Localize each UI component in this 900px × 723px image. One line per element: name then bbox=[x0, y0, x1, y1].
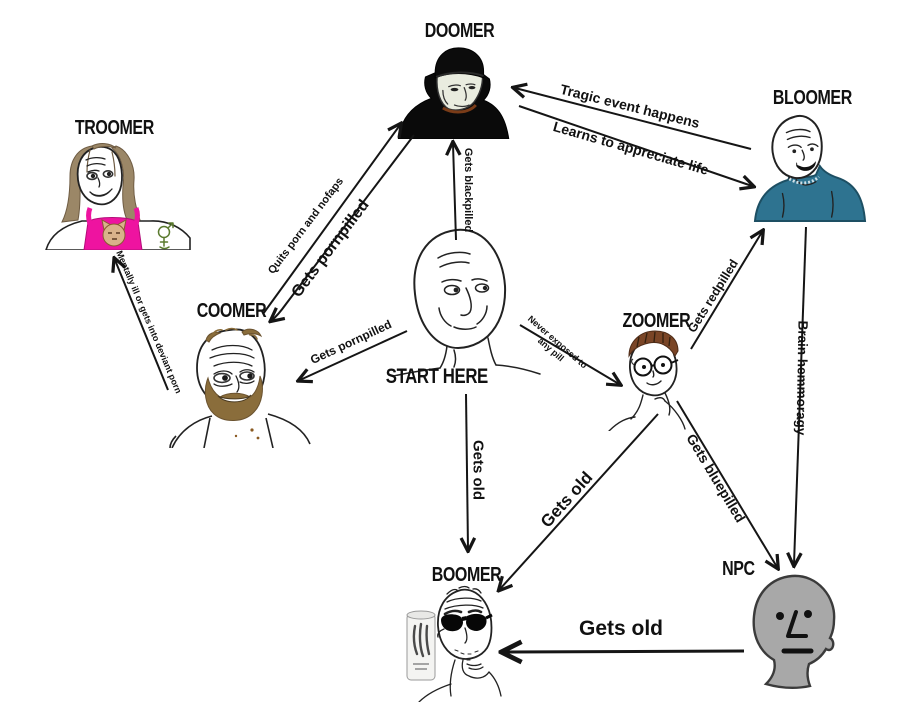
edge-label-gets-old-npc-boomer: Gets old bbox=[578, 617, 664, 640]
coomer-label: COOMER bbox=[196, 300, 266, 322]
start-here-label: START HERE bbox=[385, 365, 489, 388]
npc-label: NPC bbox=[721, 558, 755, 580]
coomer-wojak-image bbox=[169, 327, 311, 448]
npc-image bbox=[752, 574, 836, 689]
bloomer-wojak-image bbox=[753, 114, 867, 222]
edge-label-gets-pornpilled-doomer: Gets pornpilled bbox=[288, 196, 373, 301]
edge-label-brain-hemmoragy: Brain hemmoragy bbox=[793, 320, 811, 436]
edge-label-gets-old-start-boomer: Gets old bbox=[469, 439, 487, 501]
doomer-label: DOOMER bbox=[424, 20, 494, 42]
edge-label-gets-old-zoomer-boomer: Gets old bbox=[536, 468, 597, 532]
trans-symbol-icon bbox=[157, 222, 174, 250]
edge-label-gets-pornpilled-coomer: Gets pornpilled bbox=[308, 317, 394, 367]
start-here-wojak-image bbox=[393, 228, 541, 376]
edge-label-gets-bluepilled: Gets bluepilled bbox=[683, 430, 749, 526]
doomer-wojak-image bbox=[397, 47, 510, 139]
troomer-wojak-image bbox=[45, 143, 191, 250]
bloomer-label: BLOOMER bbox=[772, 87, 852, 109]
monster-can bbox=[406, 610, 436, 681]
edge-label-tragic-event-happens: Tragic event happens bbox=[558, 80, 702, 132]
zoomer-label: ZOOMER bbox=[622, 310, 690, 332]
boomer-label: BOOMER bbox=[431, 564, 501, 586]
troomer-label: TROOMER bbox=[74, 117, 154, 139]
edge-label-quits-porn-and-nofaps: Quits porn and nofaps bbox=[265, 175, 347, 277]
zoomer-wojak-image bbox=[608, 330, 686, 431]
edge-label-gets-blackpilled: Gets blackpilled bbox=[462, 147, 474, 233]
boomer-wojak-image bbox=[406, 585, 502, 702]
cat-graphic bbox=[101, 219, 127, 247]
